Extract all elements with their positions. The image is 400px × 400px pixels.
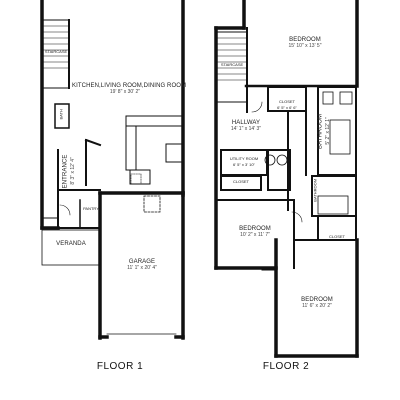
floor1-title: FLOOR 1 <box>96 361 144 372</box>
floor2-bedroom-top-dims: 15' 10" x 13' 5" <box>288 43 322 49</box>
floor2-closet-top-label: CLOSET <box>278 99 295 104</box>
door-swings <box>59 101 303 223</box>
floor2-bathroom-label: BATHROOM <box>317 113 324 149</box>
floor1-staircase-steps <box>42 25 70 69</box>
floor2-hallway-dims: 14' 1" x 14' 3" <box>230 126 262 132</box>
floor1-walls <box>40 0 185 340</box>
floor1-entrance-label: ENTRANCE <box>62 154 69 189</box>
bathroom-fixtures <box>264 91 353 215</box>
floor1-kitchen-dims: 19' 8" x 30' 2" <box>109 89 141 95</box>
floor2-closet-right-label: CLOSET <box>328 234 345 239</box>
floor2-walls <box>214 0 359 358</box>
floor2-closet-top-dims: 6' 5" x 6' 6" <box>277 105 297 110</box>
floor1-veranda-label: VERANDA <box>56 241 86 247</box>
floor1-bath-label: BATH <box>58 109 64 120</box>
floor2-bedroom-bottom-dims: 11' 6" x 20' 2" <box>302 303 332 309</box>
floor2-bedroom-mid-label: BEDROOM <box>239 226 271 232</box>
floor2-bathroom-small-label: BATHROOM <box>312 178 318 202</box>
floor2-utility-label: UTILITY ROOM <box>229 156 259 161</box>
floor2-utility-dims: 6' 5" x 3' 10" <box>233 162 255 167</box>
floor2-bedroom-top-label: BEDROOM <box>289 37 321 43</box>
floor2-closet-mid-label: CLOSET <box>232 179 249 184</box>
floor2-staircase-label: STAIRCASE <box>220 62 244 67</box>
floor1-entrance-dims: 8' 3" x 12' 4" <box>70 157 77 185</box>
floor2-staircase-steps <box>216 37 248 81</box>
floor1-pantry-label: PANTRY <box>83 206 99 211</box>
floor2-bathroom-dims: 5' 2" x 12' 1" <box>325 117 332 145</box>
floor1-kitchen-label: KITCHEN,LIVING ROOM,DINING ROOM <box>72 83 187 89</box>
veranda-outline <box>41 229 101 266</box>
floor1-garage-dims: 11' 1" x 20' 4" <box>127 265 157 271</box>
floor2-bedroom-mid-dims: 10' 2" x 11' 7" <box>240 232 270 238</box>
floor2-bedroom-bottom-label: BEDROOM <box>301 297 333 303</box>
garage-fixture <box>143 195 161 213</box>
floor2-title: FLOOR 2 <box>262 361 310 372</box>
floor1-garage-label: GARAGE <box>128 259 156 265</box>
kitchen-fixture <box>130 173 142 185</box>
floor2-hallway-label: HALLWAY <box>231 120 261 126</box>
floor1-staircase-label: STAIRCASE <box>44 49 68 54</box>
